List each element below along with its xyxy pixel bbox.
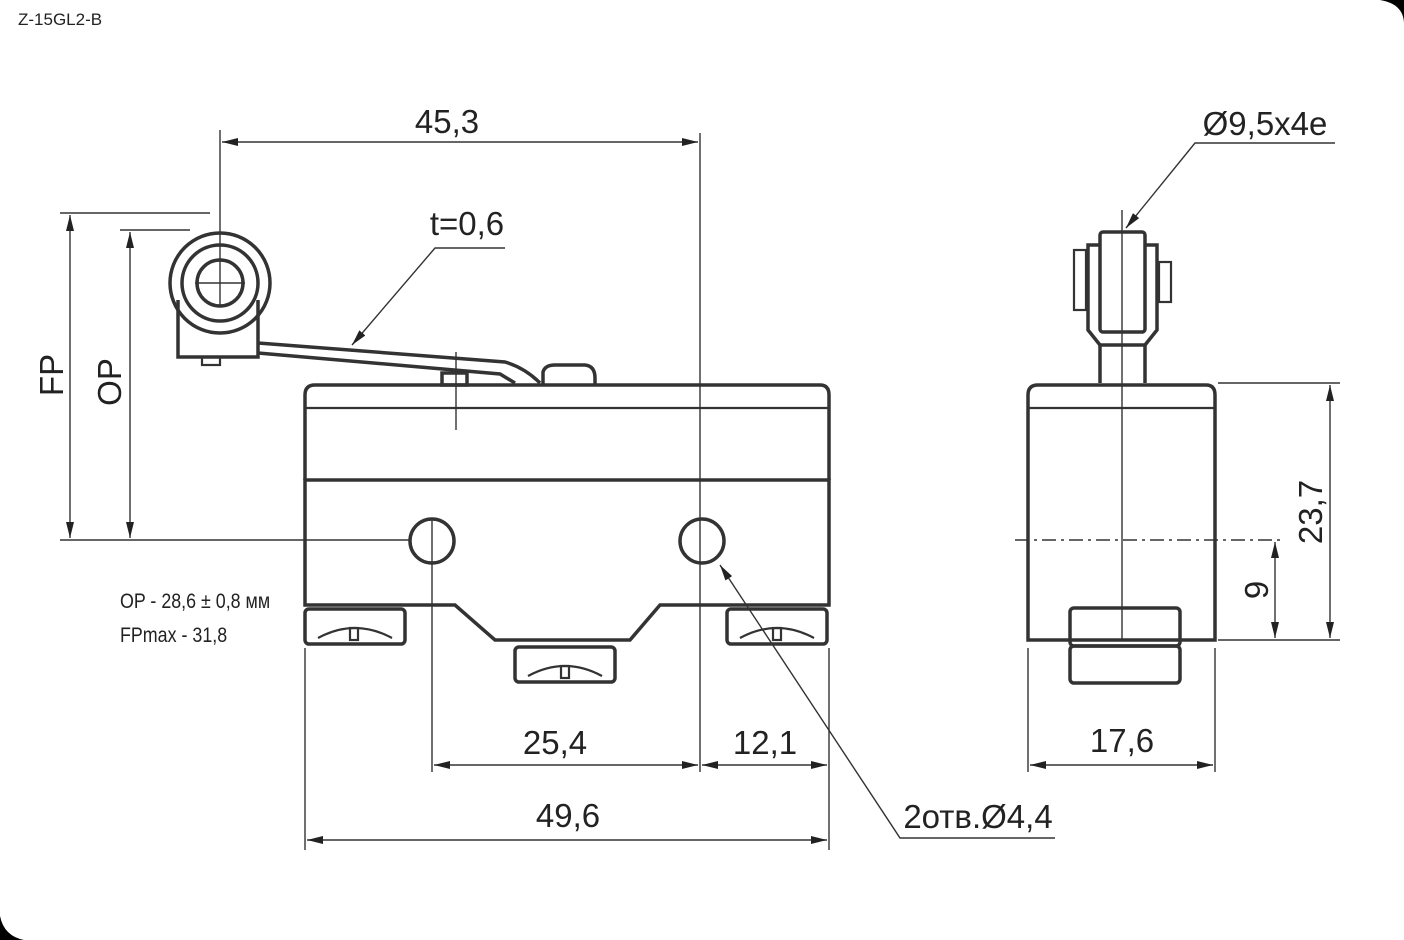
dim-lever-thickness: t=0,6 [430,205,504,242]
dim-roller: Ø9,5x4e [1203,105,1328,142]
dim-hole-height: 9 [1238,581,1275,599]
frame-corner [1380,0,1404,24]
dim-hole-spacing: 25,4 [523,724,587,761]
dim-body-width: 17,6 [1090,722,1154,759]
dim-lever-length: 45,3 [415,103,479,140]
dim-fp: FP [33,354,70,396]
dim-hole-to-edge: 12,1 [733,724,797,761]
dim-body-height: 23,7 [1292,480,1329,544]
dim-holes: 2отв.Ø4,4 [903,798,1052,835]
dim-body-length: 49,6 [536,797,600,834]
side-view [168,231,831,684]
op-note: OP - 28,6 ± 0,8 мм [120,590,271,613]
dim-op: OP [91,358,128,406]
fp-note: FPmax - 31,8 [120,624,228,647]
model-label: Z-15GL2-B [18,10,103,29]
frame-corner [0,916,24,940]
